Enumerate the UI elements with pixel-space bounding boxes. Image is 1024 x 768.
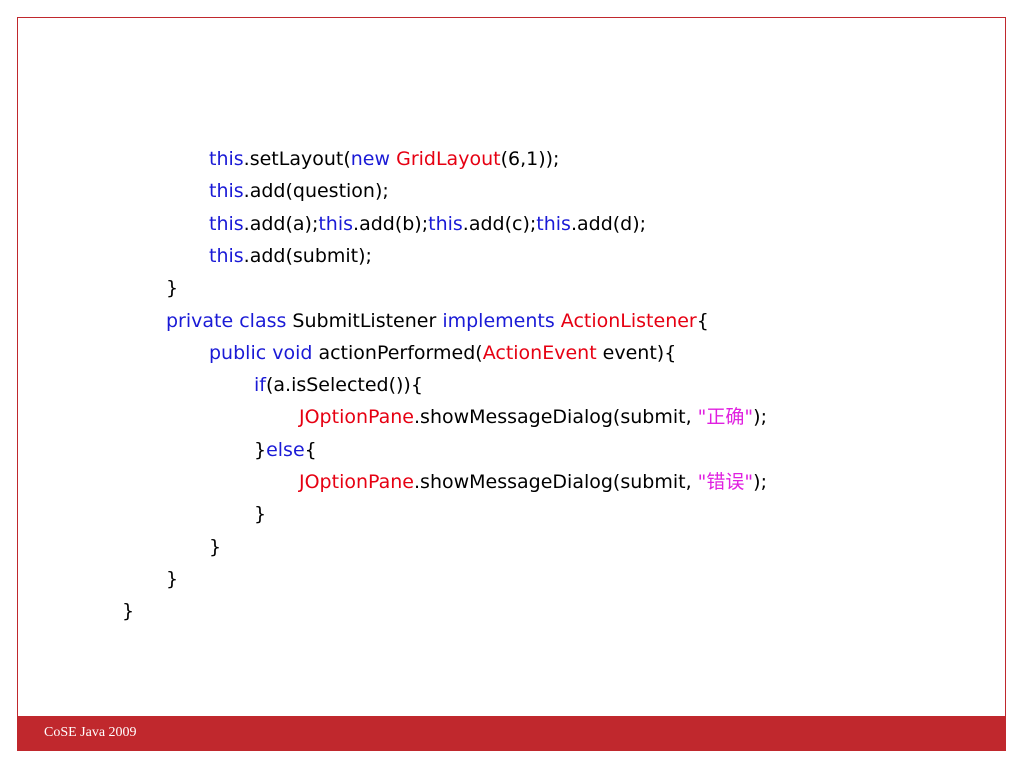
- code-token-plain: );: [753, 406, 767, 429]
- code-token-plain: (6,1));: [500, 148, 560, 170]
- code-token-plain: .add(question);: [243, 180, 389, 203]
- code-line: }: [166, 564, 178, 594]
- code-token-str: "正确": [697, 406, 754, 429]
- slide-frame: this.setLayout(new GridLayout(6,1));this…: [17, 17, 1006, 750]
- code-token-plain: .add(b);: [353, 212, 429, 235]
- code-line: private class SubmitListener implements …: [166, 306, 709, 336]
- code-token-type: GridLayout: [396, 148, 501, 170]
- code-token-kw: this: [209, 148, 244, 170]
- code-line: this.add(question);: [209, 176, 389, 206]
- code-token-plain: .add(a);: [243, 212, 319, 235]
- code-token-kw: this: [209, 180, 244, 203]
- code-token-plain: {: [696, 309, 709, 332]
- code-token-plain: .showMessageDialog(submit,: [414, 406, 698, 429]
- code-token-str: "错误": [697, 471, 754, 493]
- code-token-kw: private class: [166, 309, 287, 332]
- code-line: if(a.isSelected()){: [254, 370, 423, 400]
- code-token-plain: }: [254, 438, 267, 461]
- code-line: }: [122, 596, 134, 626]
- footer-label: CoSE Java 2009: [44, 725, 137, 740]
- code-token-plain: .add(d);: [570, 212, 647, 235]
- code-token-type: ActionListener: [560, 309, 697, 332]
- code-token-plain: .setLayout(: [243, 148, 351, 170]
- code-token-plain: {: [304, 438, 317, 461]
- code-line: this.add(submit);: [209, 241, 372, 271]
- code-token-kw: new: [350, 148, 391, 170]
- code-token-plain: .add(submit);: [243, 244, 372, 267]
- code-token-plain: }: [166, 277, 179, 300]
- code-line: }: [209, 532, 221, 562]
- code-token-kw: this: [428, 212, 463, 235]
- code-line: }: [254, 499, 266, 529]
- code-block: this.setLayout(new GridLayout(6,1));this…: [18, 18, 1005, 750]
- code-line: this.add(a);this.add(b);this.add(c);this…: [209, 209, 646, 239]
- code-token-kw: implements: [442, 309, 555, 332]
- code-token-plain: (a.isSelected()){: [265, 374, 423, 397]
- code-line: }else{: [254, 435, 317, 465]
- code-token-plain: }: [166, 567, 179, 590]
- code-token-kw: this: [318, 212, 354, 235]
- code-token-kw: else: [266, 438, 305, 461]
- code-token-kw: public void: [209, 341, 313, 364]
- code-line: JOptionPane.showMessageDialog(submit, "错…: [299, 467, 767, 497]
- code-token-type: ActionEvent: [482, 341, 597, 364]
- footer-bar: CoSE Java 2009: [17, 716, 1006, 751]
- code-token-plain: }: [122, 600, 135, 623]
- code-token-plain: .showMessageDialog(submit,: [414, 471, 698, 493]
- code-token-plain: actionPerformed(: [312, 341, 483, 364]
- code-token-plain: }: [209, 535, 222, 558]
- code-token-plain: }: [254, 503, 267, 526]
- code-token-plain: event){: [596, 341, 677, 364]
- code-token-type: JOptionPane: [299, 406, 414, 429]
- code-token-type: JOptionPane: [299, 471, 414, 493]
- code-token-plain: .add(c);: [462, 212, 537, 235]
- code-token-kw: this: [536, 212, 571, 235]
- code-line: JOptionPane.showMessageDialog(submit, "正…: [299, 402, 767, 432]
- code-line: this.setLayout(new GridLayout(6,1));: [209, 144, 559, 174]
- code-line: public void actionPerformed(ActionEvent …: [209, 338, 676, 368]
- code-token-plain: SubmitListener: [286, 309, 443, 332]
- code-token-kw: this: [209, 212, 244, 235]
- code-token-kw: this: [209, 244, 244, 267]
- code-token-plain: );: [753, 471, 767, 493]
- code-token-kw: if: [254, 374, 266, 397]
- code-line: }: [166, 273, 178, 303]
